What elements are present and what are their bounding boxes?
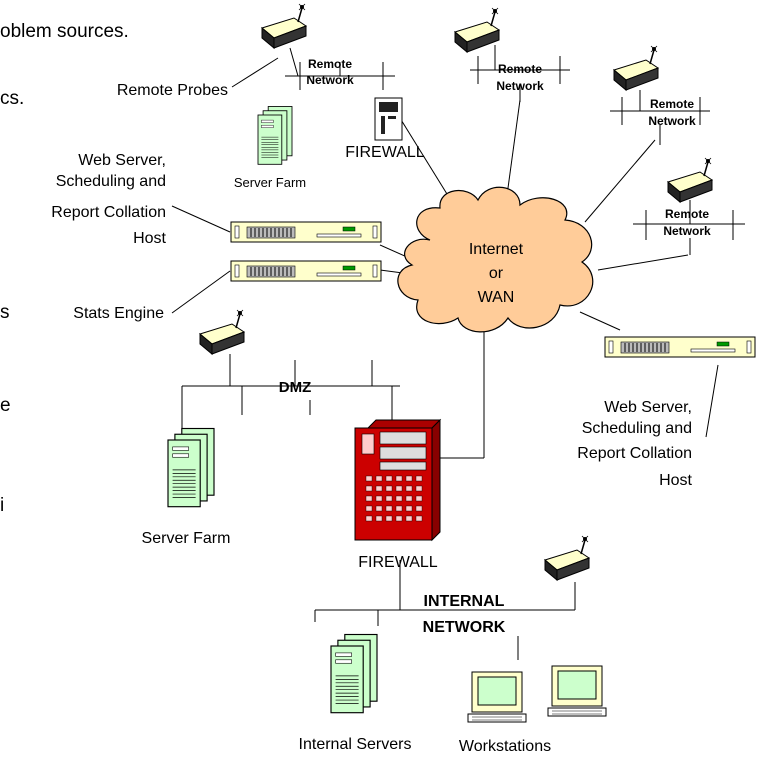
remote-network-label: Remote (308, 57, 352, 71)
web-server-label: Host (659, 472, 692, 489)
remote-network-label: Remote (665, 207, 709, 221)
remote-network-label: Network (663, 224, 711, 238)
probe-icon (667, 157, 713, 203)
web-server-label: Web Server, (78, 152, 166, 169)
cloud-icon (397, 186, 594, 333)
internet-label: WAN (478, 289, 515, 306)
connection-lines (171, 45, 745, 660)
probe-icon (261, 3, 307, 49)
workstation-icon (547, 665, 607, 717)
web-server-label: Web Server, (604, 399, 692, 416)
tower-server-icon (257, 106, 293, 165)
firewall-label: FIREWALL (358, 554, 438, 571)
internet-label: Internet (469, 241, 524, 258)
web-server-label: Host (133, 230, 166, 247)
probe-icon (544, 535, 590, 581)
remote-network-label: Remote (498, 62, 542, 76)
server-farm-label: Server Farm (234, 175, 306, 190)
tower-server-icon (330, 633, 378, 714)
web-server-label: Scheduling and (56, 173, 166, 190)
cut-text-2: cs. (0, 88, 24, 109)
workstations-label: Workstations (459, 738, 551, 755)
firewall-icon (374, 97, 403, 141)
probe-icon (199, 309, 245, 355)
web-server-label: Scheduling and (582, 420, 692, 437)
remote-network-label: Network (496, 79, 544, 93)
remote-network-label: Network (306, 73, 354, 87)
dmz-label: DMZ (279, 379, 312, 396)
internal-network-label: INTERNAL (424, 593, 505, 610)
cut-text-5: i (0, 495, 4, 516)
remote-network-label: Remote (650, 97, 694, 111)
remote-network-label: Network (648, 114, 696, 128)
internal-network-label: NETWORK (423, 619, 506, 636)
rack-server-icon (230, 221, 382, 243)
server-farm-label: Server Farm (142, 530, 231, 547)
probe-icon (613, 45, 659, 91)
cut-text-3: s (0, 302, 10, 323)
rack-server-icon (604, 336, 756, 358)
remote-probes-label: Remote Probes (117, 82, 228, 99)
web-server-label: Report Collation (51, 204, 166, 221)
web-server-label: Report Collation (577, 445, 692, 462)
rack-server-icon (230, 260, 382, 282)
probe-icon (454, 7, 500, 53)
firewall-label: FIREWALL (345, 144, 425, 161)
cut-text-1: oblem sources. (0, 21, 129, 42)
internet-label: or (489, 265, 504, 282)
workstation-icon (467, 671, 527, 723)
cut-text-4: e (0, 395, 11, 416)
internal-servers-label: Internal Servers (299, 736, 412, 753)
firewall-icon (354, 418, 442, 542)
stats-engine-label: Stats Engine (73, 305, 164, 322)
tower-server-icon (167, 427, 215, 508)
